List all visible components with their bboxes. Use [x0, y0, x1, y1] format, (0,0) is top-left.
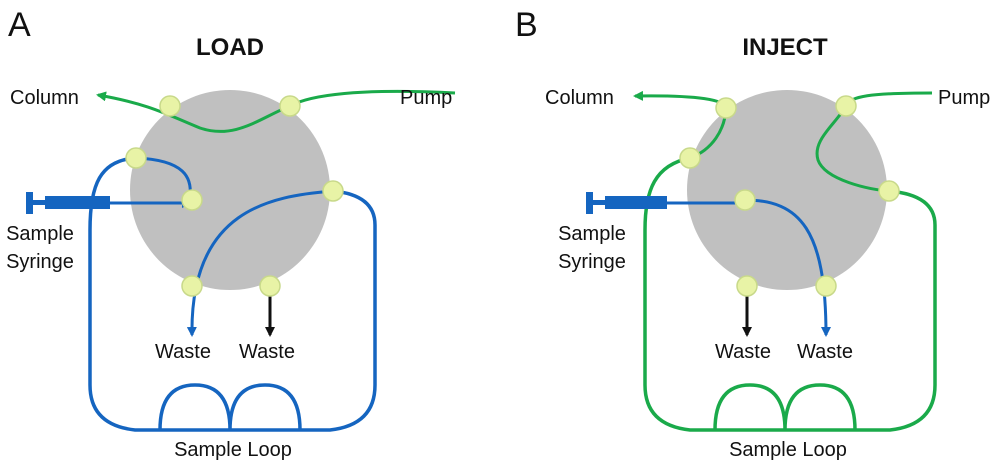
panel-title-load: LOAD	[196, 34, 264, 61]
syringe-label: Syringe	[6, 251, 74, 273]
valve-body	[130, 90, 330, 290]
waste-label-left: Waste	[155, 341, 211, 363]
pump-to-loop-line	[815, 91, 933, 193]
valve-body	[687, 90, 887, 290]
pump-to-column-line	[96, 89, 456, 133]
panel-letter-b: B	[515, 6, 538, 44]
valve-ports	[679, 95, 900, 297]
panel-inject: B INJECT Column	[515, 6, 990, 461]
syringe	[586, 192, 745, 214]
pump-label: Pump	[938, 87, 990, 109]
sample-loop-line	[88, 156, 377, 432]
syringe-label: Syringe	[558, 251, 626, 273]
sample-loop-coils	[713, 383, 857, 431]
pump-label: Pump	[400, 87, 452, 109]
sample-loop-coils	[158, 383, 302, 431]
column-label: Column	[545, 87, 614, 109]
panel-load: A LOAD Column	[6, 6, 456, 461]
waste-label-right: Waste	[239, 341, 295, 363]
panel-title-inject: INJECT	[742, 34, 828, 61]
waste-label-right: Waste	[797, 341, 853, 363]
sample-loop-label: Sample Loop	[174, 439, 292, 461]
sample-loop-label: Sample Loop	[729, 439, 847, 461]
valve-ports	[125, 95, 344, 297]
sample-label: Sample	[6, 223, 74, 245]
waste-label-left: Waste	[715, 341, 771, 363]
sample-label: Sample	[558, 223, 626, 245]
syringe	[26, 192, 192, 214]
sample-to-waste-line	[744, 198, 831, 337]
panel-letter-a: A	[8, 6, 31, 44]
column-label: Column	[10, 87, 79, 109]
sample-loop-line	[643, 156, 937, 432]
